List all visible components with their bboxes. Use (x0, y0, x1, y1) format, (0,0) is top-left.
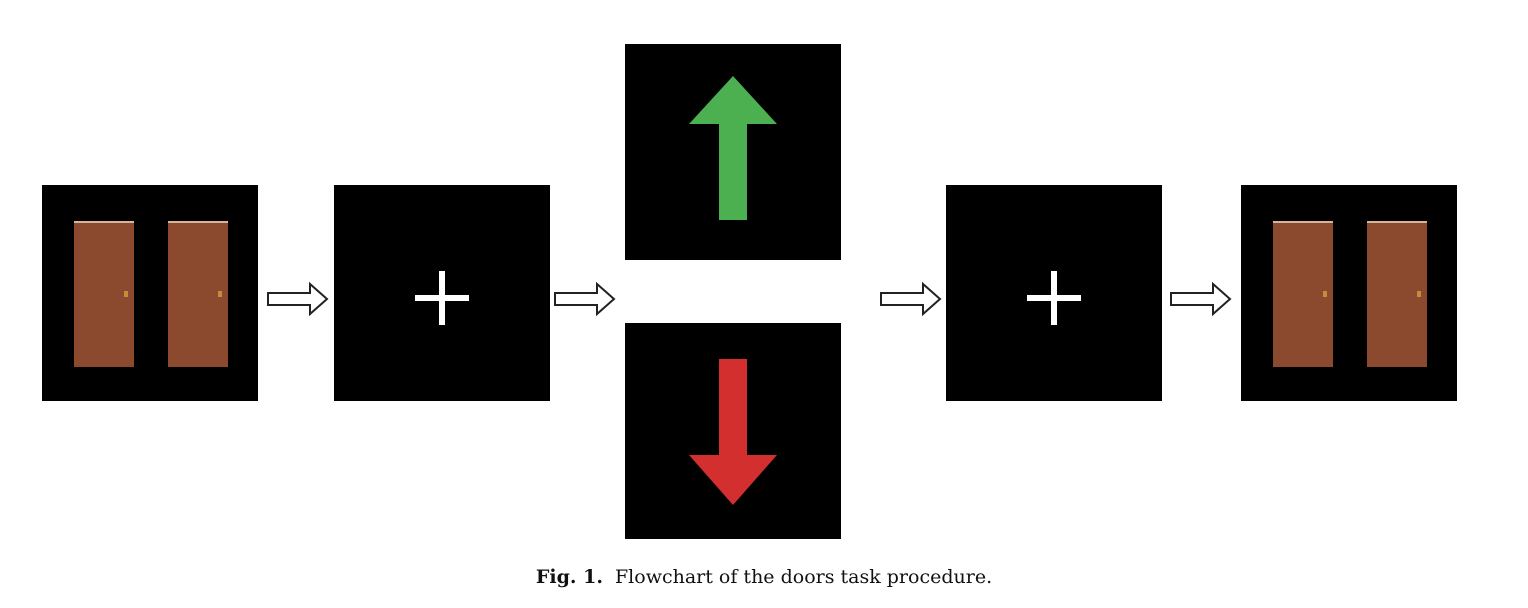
caption-label: Fig. 1. (535, 566, 603, 588)
green-up-arrow-icon (689, 76, 777, 220)
loss-feedback-panel (625, 323, 841, 539)
win-feedback-panel (625, 44, 841, 260)
door-knob (218, 291, 222, 297)
fixation-panel-1 (334, 185, 550, 401)
door-knob (124, 291, 128, 297)
fixation-cross-icon (415, 271, 469, 325)
door-knob (1323, 291, 1327, 297)
door-knob (1417, 291, 1421, 297)
doors-next-trial-panel (1241, 185, 1457, 401)
fixation-panel-2 (946, 185, 1162, 401)
fixation-cross-icon (1027, 271, 1081, 325)
doors-choice-panel (42, 185, 258, 401)
right-door-icon (168, 221, 228, 367)
flow-arrow-icon (554, 281, 616, 317)
caption-text: Flowchart of the doors task procedure. (615, 566, 993, 588)
right-door-icon (1367, 221, 1427, 367)
left-door-icon (1273, 221, 1333, 367)
figure-caption: Fig. 1. Flowchart of the doors task proc… (0, 566, 1528, 588)
flow-arrow-icon (880, 281, 942, 317)
flow-arrow-icon (1170, 281, 1232, 317)
left-door-icon (74, 221, 134, 367)
red-down-arrow-icon (689, 359, 777, 505)
flow-arrow-icon (267, 281, 329, 317)
